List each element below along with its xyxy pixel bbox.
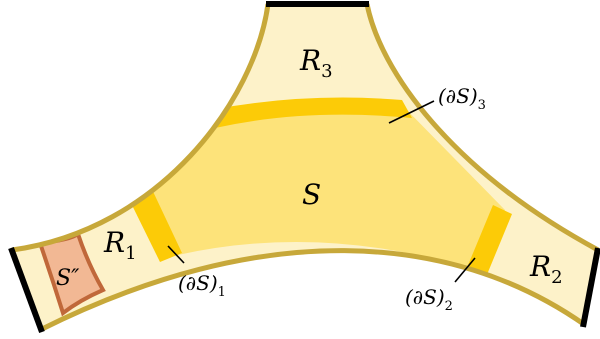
label-boundary-2: (∂S)2 [405,285,453,314]
label-r3: R3 [299,44,333,82]
label-r2: R2 [529,250,563,288]
label-boundary-1: (∂S)1 [178,271,226,300]
boundary-band-1 [128,183,182,262]
leader-line-boundary-1 [167,245,185,264]
end-cap-right [580,247,600,328]
label-s-double-prime: S″ [56,266,80,291]
end-cap-left [8,246,45,334]
leader-line-boundary-3 [388,100,435,124]
central-region-s [140,100,505,272]
label-boundary-3: (∂S)3 [438,84,486,113]
label-s: S [302,178,321,211]
boundary-band-3 [210,97,412,128]
shape-outline [11,3,600,333]
boundary-band-2 [466,205,512,277]
leader-line-boundary-2 [454,257,476,283]
label-r1: R1 [103,226,137,264]
